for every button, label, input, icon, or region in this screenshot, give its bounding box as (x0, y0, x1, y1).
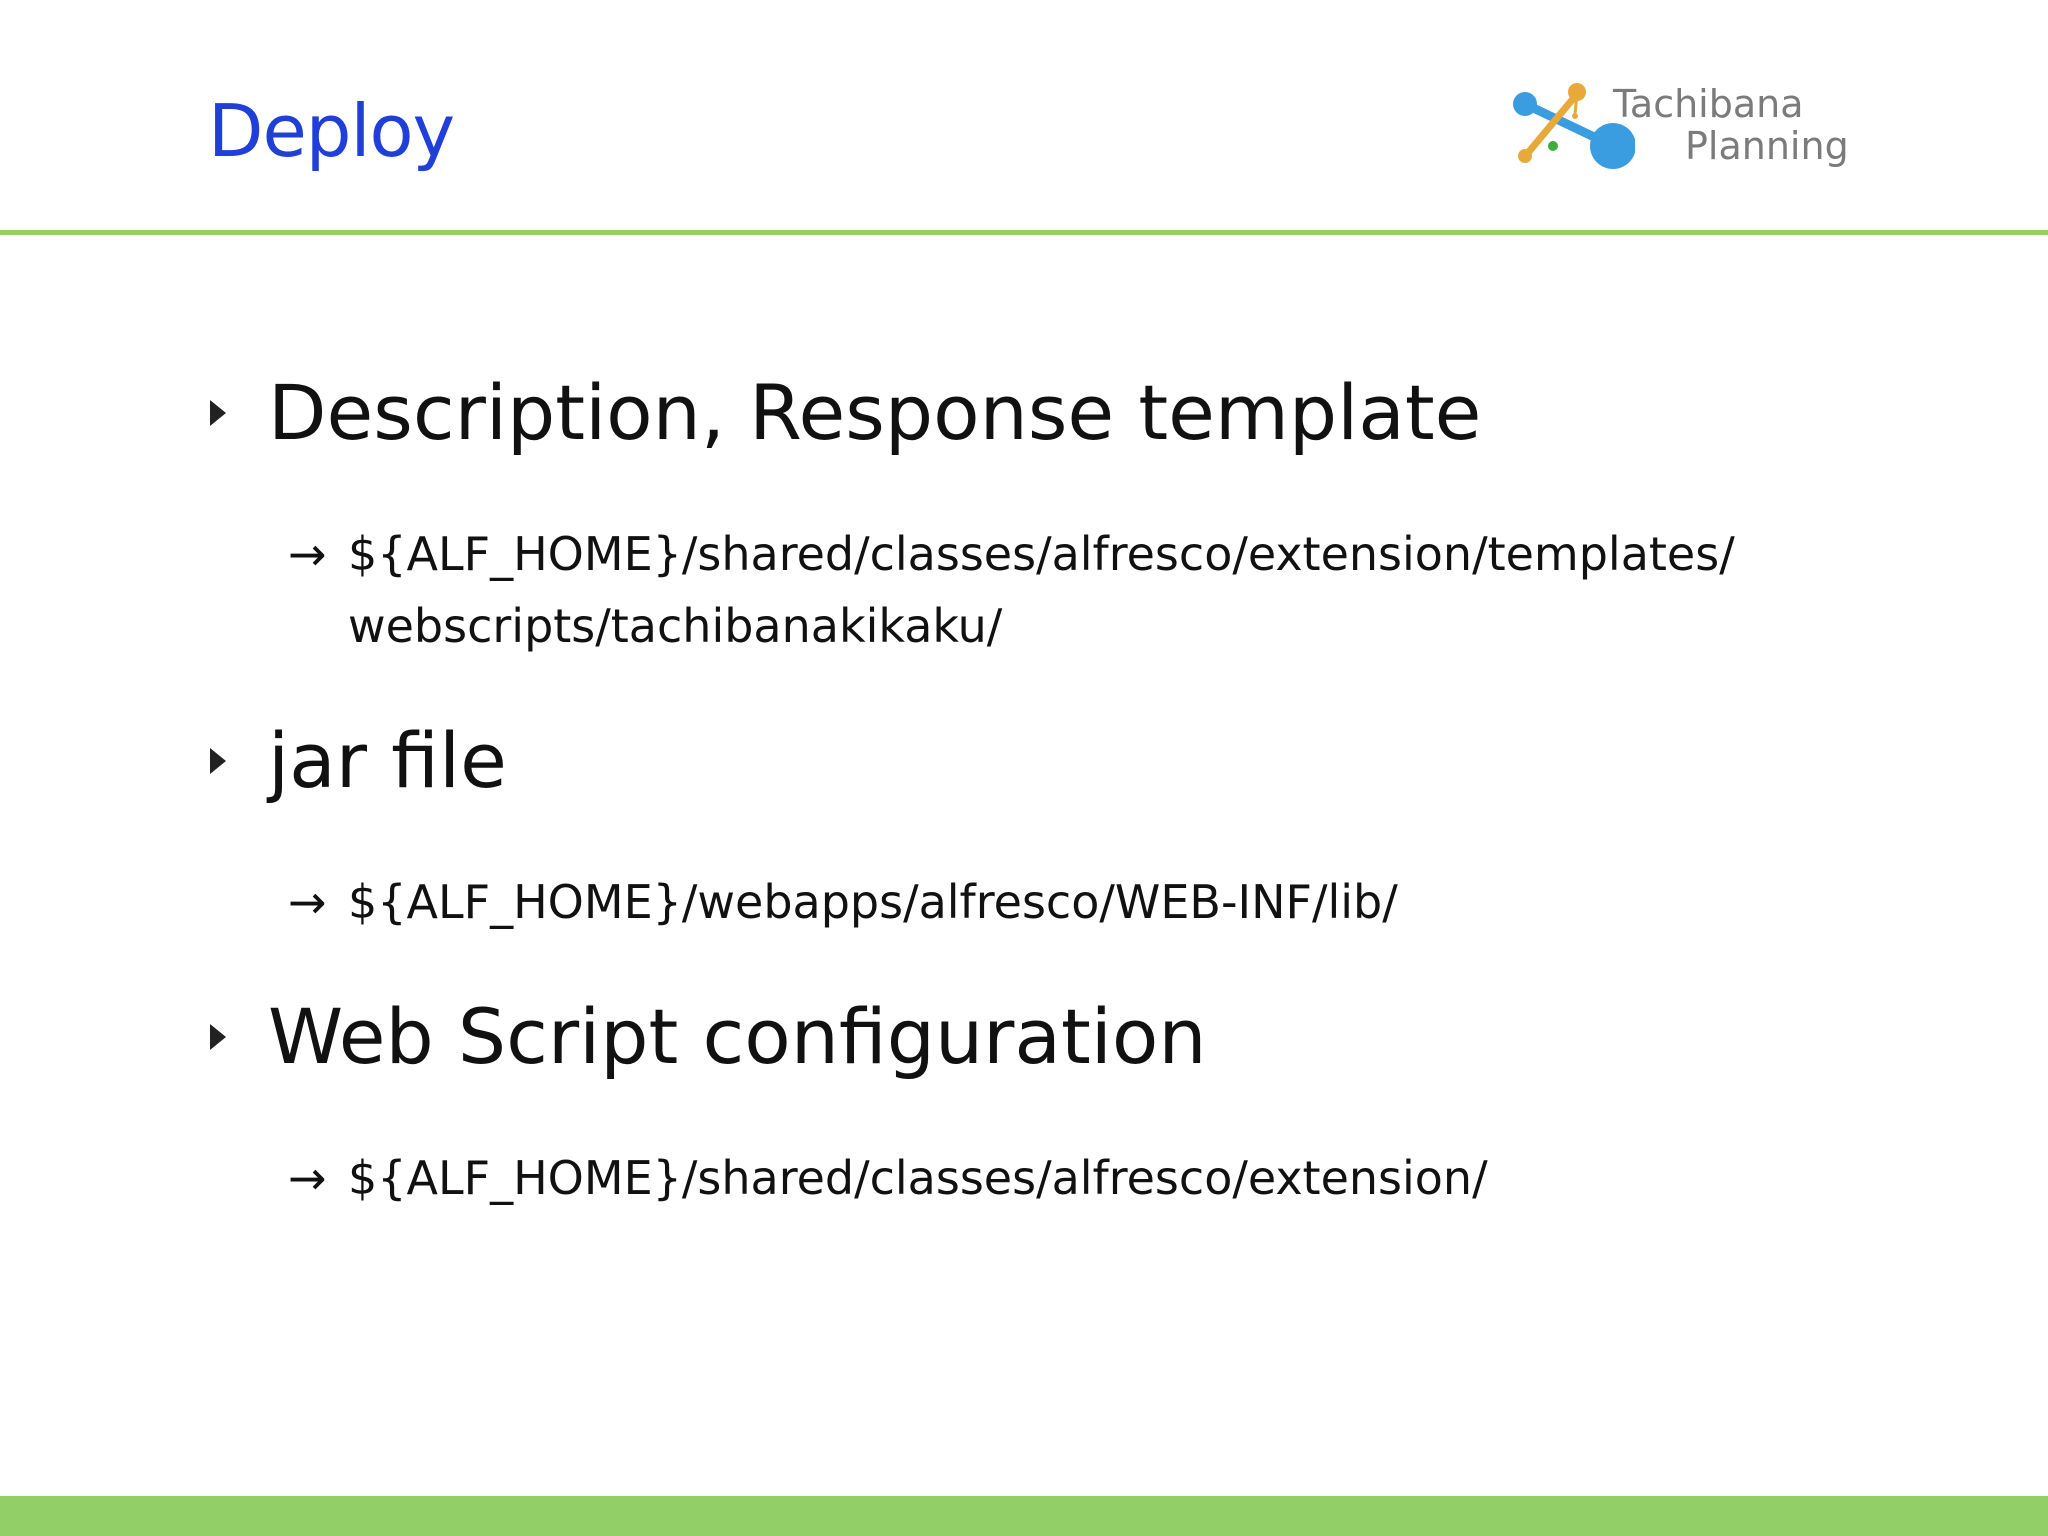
bullet-triangle-icon (210, 1024, 226, 1050)
footer-bar (0, 1496, 2048, 1536)
tachibana-planning-logo: Tachibana Planning (1505, 74, 1850, 184)
header-divider (0, 230, 2048, 235)
deploy-path-lib: → ${ALF_HOME}/webapps/alfresco/WEB-INF/li… (288, 866, 1398, 938)
deploy-path-extension: → ${ALF_HOME}/shared/classes/alfresco/ext… (288, 1142, 1488, 1214)
deploy-path-templates: → ${ALF_HOME}/shared/classes/alfresco/ext… (288, 518, 1735, 662)
logo-molecule-icon (1513, 83, 1635, 169)
path-text: ${ALF_HOME}/webapps/alfresco/WEB-INF/lib… (348, 875, 1398, 929)
bullet-label: jar file (268, 716, 507, 805)
right-arrow-icon: → (288, 875, 327, 929)
logo-text-planning: Planning (1685, 124, 1849, 168)
bullet-label: Description, Response template (268, 368, 1482, 457)
logo-text-tachibana: Tachibana (1613, 82, 1804, 126)
bullet-triangle-icon (210, 400, 226, 426)
bullet-triangle-icon (210, 748, 226, 774)
path-text-continued: webscripts/tachibanakikaku/ (348, 599, 1003, 653)
right-arrow-icon: → (288, 527, 327, 581)
path-text: ${ALF_HOME}/shared/classes/alfresco/exte… (348, 1151, 1488, 1205)
right-arrow-icon: → (288, 1151, 327, 1205)
path-text: ${ALF_HOME}/shared/classes/alfresco/exte… (348, 527, 1735, 581)
slide-title: Deploy (208, 89, 455, 173)
bullet-label: Web Script configuration (268, 992, 1207, 1081)
